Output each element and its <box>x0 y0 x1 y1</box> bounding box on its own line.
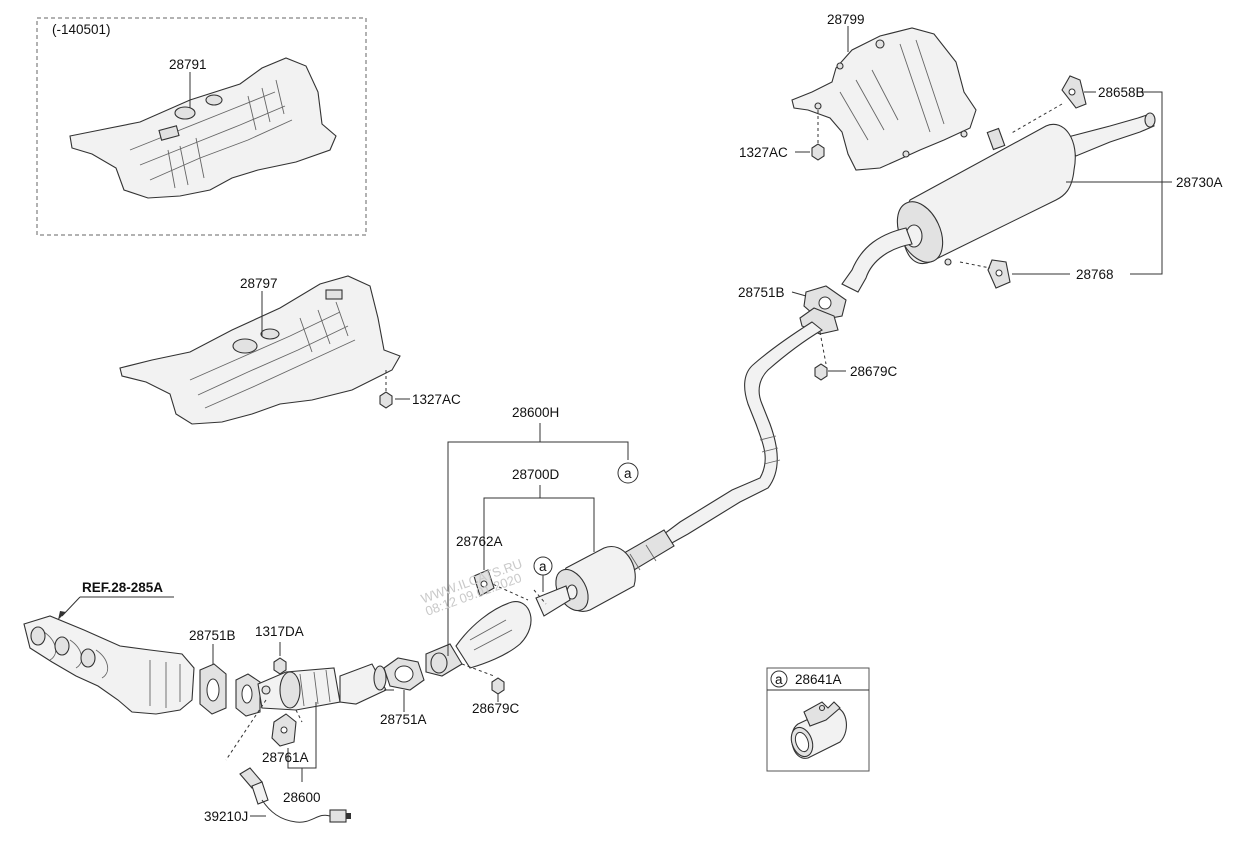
circle-a-letter-3: a <box>775 672 783 687</box>
label-28768: 28768 <box>1076 267 1114 282</box>
label-28641a: 28641A <box>795 672 842 687</box>
label-28679c-upper: 28679C <box>850 364 898 379</box>
label-28751b-lower: 28751B <box>189 628 236 643</box>
label-1327ac-lower: 1327AC <box>412 392 461 407</box>
front-pipe-28600[interactable] <box>235 663 394 717</box>
circle-a-letter-2: a <box>539 559 547 574</box>
label-28730a: 28730A <box>1176 175 1223 190</box>
exhaust-manifold-ref[interactable] <box>23 615 195 715</box>
label-28791: 28791 <box>169 57 207 72</box>
clamp-inset-box <box>766 667 870 772</box>
gasket-28751b-lower[interactable] <box>199 663 227 715</box>
nut-1327ac-upper[interactable] <box>811 143 825 161</box>
label-28600h: 28600H <box>512 405 559 420</box>
hanger-rubber-28768[interactable] <box>987 259 1011 289</box>
nut-28679c-upper[interactable] <box>814 363 828 381</box>
label-28762a: 28762A <box>456 534 503 549</box>
heat-shield-28791[interactable] <box>69 57 337 199</box>
variant-dashed-box <box>36 17 367 236</box>
label-28679c-lower: 28679C <box>472 701 520 716</box>
oxygen-sensor-39210j[interactable] <box>239 767 351 823</box>
pipe-clamp-28641a[interactable] <box>787 701 847 760</box>
circle-a-callout <box>617 462 639 484</box>
rear-muffler-28730a[interactable] <box>841 112 1156 293</box>
catalytic-converter[interactable] <box>425 585 571 677</box>
label-28761a: 28761A <box>262 750 309 765</box>
ref-label: REF.28-285A <box>82 580 163 595</box>
label-28799: 28799 <box>827 12 865 27</box>
heat-shield-28797[interactable] <box>119 275 401 425</box>
label-28700d: 28700D <box>512 467 560 482</box>
label-28751a: 28751A <box>380 712 427 727</box>
circle-a-letter-1: a <box>624 466 632 481</box>
label-1317da: 1317DA <box>255 624 304 639</box>
hanger-rubber-28761a[interactable] <box>271 713 297 747</box>
heat-shield-28799[interactable] <box>791 27 977 171</box>
label-1327ac-upper: 1327AC <box>739 145 788 160</box>
label-39210j: 39210J <box>204 809 248 824</box>
label-28600: 28600 <box>283 790 321 805</box>
hanger-rubber-28762a[interactable] <box>473 569 495 597</box>
variant-note-label: (-140501) <box>52 22 111 37</box>
label-28658b: 28658B <box>1098 85 1145 100</box>
center-muffler[interactable] <box>549 545 636 616</box>
nut-28679c-lower[interactable] <box>491 677 505 695</box>
hanger-rubber-28658b[interactable] <box>1061 75 1087 109</box>
nut-1317da[interactable] <box>273 657 287 675</box>
label-28797: 28797 <box>240 276 278 291</box>
gasket-28751a[interactable] <box>383 657 425 691</box>
label-28751b-upper: 28751B <box>738 285 785 300</box>
nut-1327ac-lower[interactable] <box>379 391 393 409</box>
center-pipe[interactable] <box>611 321 823 577</box>
